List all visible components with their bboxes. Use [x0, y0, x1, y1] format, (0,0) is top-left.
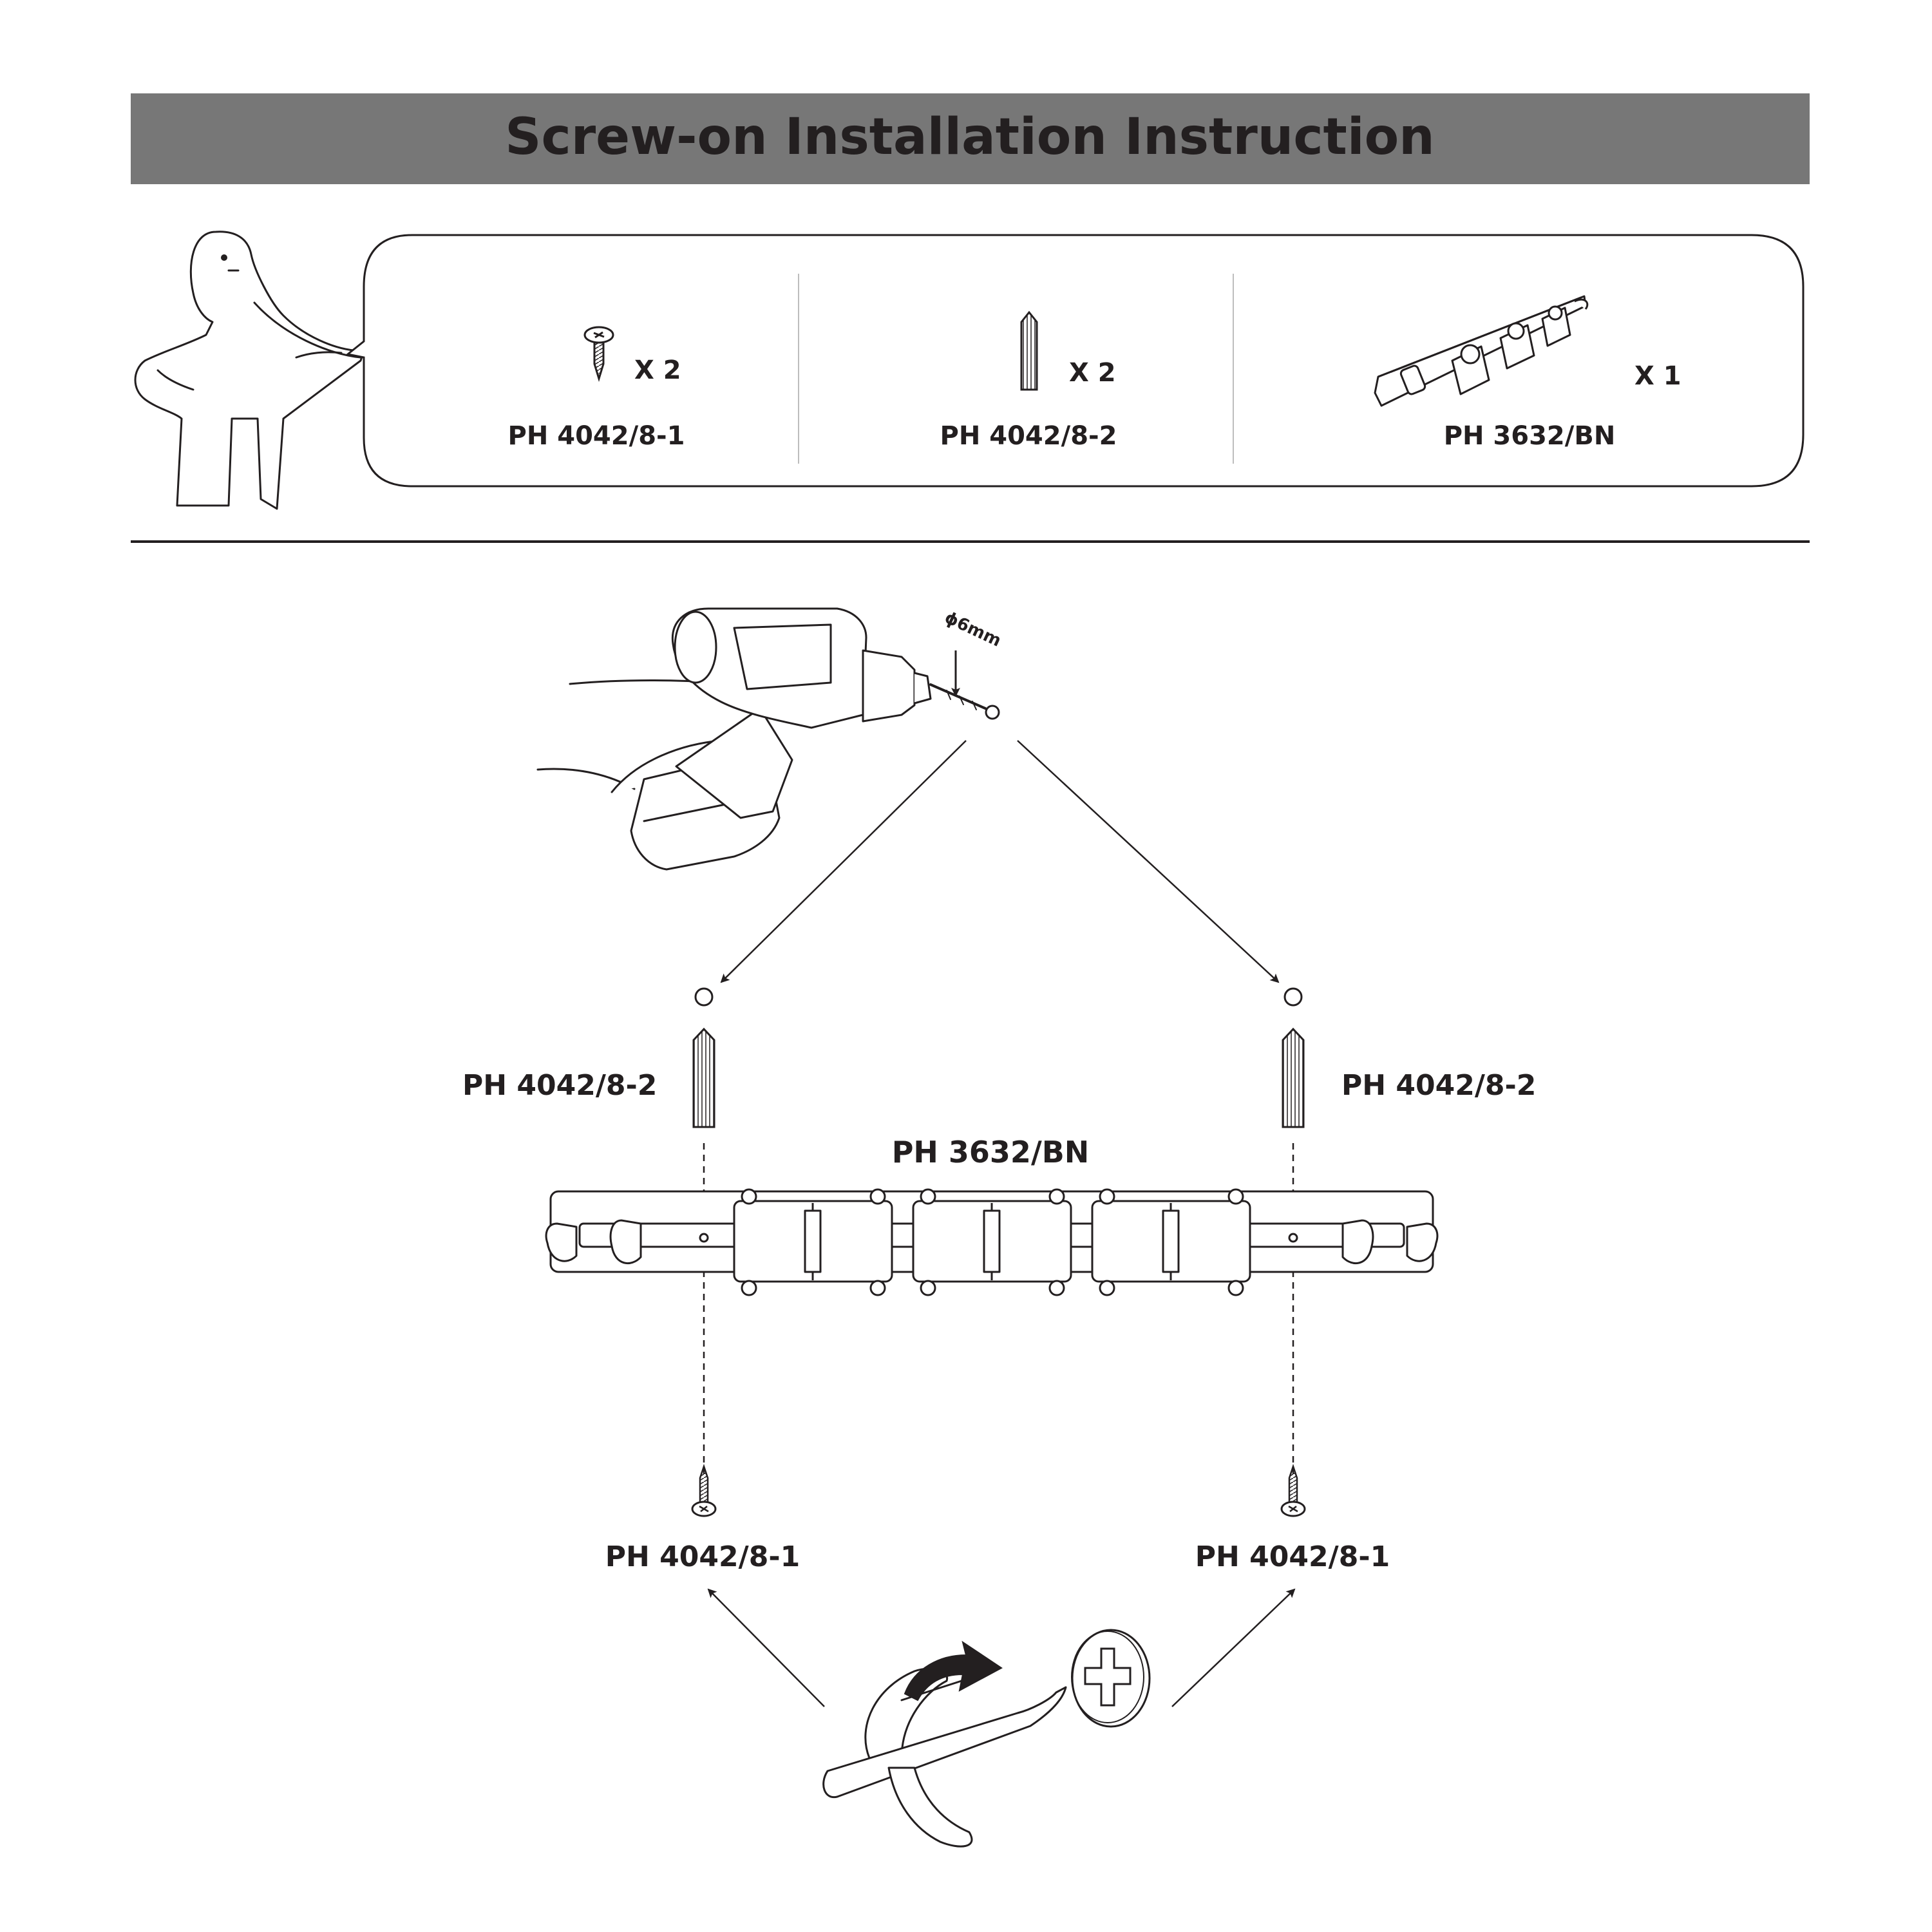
drill-hole-marker: [985, 705, 1000, 720]
arrow-to-right-screw: [1171, 1588, 1296, 1707]
part-code: PH 3632/BN: [1444, 421, 1616, 451]
end-hook: [1406, 1222, 1439, 1262]
wall-hole-left: [694, 987, 714, 1007]
wall-plug-icon: [1282, 1027, 1305, 1128]
header-background: [131, 93, 1810, 184]
arrow-to-right-hole: [1017, 740, 1280, 983]
rail-screw-hole: [699, 1233, 709, 1243]
drill-step: ϕ6mm: [536, 607, 1004, 871]
label-screw-right: PH 4042/8-1: [1195, 1540, 1390, 1573]
part-quantity: X 2: [634, 355, 681, 385]
wall-plug-icon: [692, 1027, 715, 1128]
screw-icon: [1280, 1464, 1306, 1517]
wall-plug-icon: [1020, 310, 1038, 391]
part-item: X 2 PH 4042/8-2: [940, 310, 1117, 451]
arrow-to-left-screw: [707, 1588, 825, 1707]
clamp-holder: [1091, 1188, 1251, 1296]
wall-hole-right: [1283, 987, 1303, 1007]
arrow-to-left-hole: [720, 740, 967, 983]
callout-outline: [345, 234, 1804, 488]
end-hook: [609, 1219, 642, 1264]
screw-icon: [583, 326, 614, 383]
page-title: Screw-on Installation Instruction: [505, 108, 1434, 166]
label-plug-left: PH 4042/8-2: [462, 1069, 657, 1102]
rail-screw-hole: [1288, 1233, 1298, 1243]
phillips-head-icon: [1071, 1629, 1151, 1728]
part-code: PH 4042/8-1: [508, 421, 685, 451]
assistant-figure-icon: [134, 231, 365, 510]
clamp-holder: [912, 1188, 1072, 1296]
part-quantity: X 2: [1069, 358, 1116, 388]
holder-rail-icon: [1374, 295, 1589, 407]
screw-icon: [691, 1464, 717, 1517]
drill-bit-size: ϕ6mm: [942, 608, 1004, 650]
clamp-holder: [733, 1188, 893, 1296]
part-quantity: X 1: [1634, 361, 1681, 391]
end-hook: [545, 1222, 578, 1262]
screwdriver-icon: [822, 1667, 1067, 1848]
label-rail: PH 3632/BN: [892, 1135, 1090, 1170]
end-hook: [1341, 1219, 1374, 1264]
label-screw-left: PH 4042/8-1: [605, 1540, 800, 1573]
header-bar: Screw-on Installation Instruction: [131, 93, 1810, 184]
rotation-arrow-icon: [904, 1640, 1003, 1701]
parts-callout: X 2 PH 4042/8-1 X 2 PH 4042/8-2: [345, 234, 1804, 488]
part-item: X 1 PH 3632/BN: [1374, 295, 1681, 451]
part-item: X 2 PH 4042/8-1: [508, 326, 685, 451]
hand-drill-icon: [536, 607, 987, 871]
part-code: PH 4042/8-2: [940, 421, 1117, 451]
label-plug-right: PH 4042/8-2: [1341, 1069, 1536, 1102]
holder-rail-icon: [545, 1188, 1439, 1296]
